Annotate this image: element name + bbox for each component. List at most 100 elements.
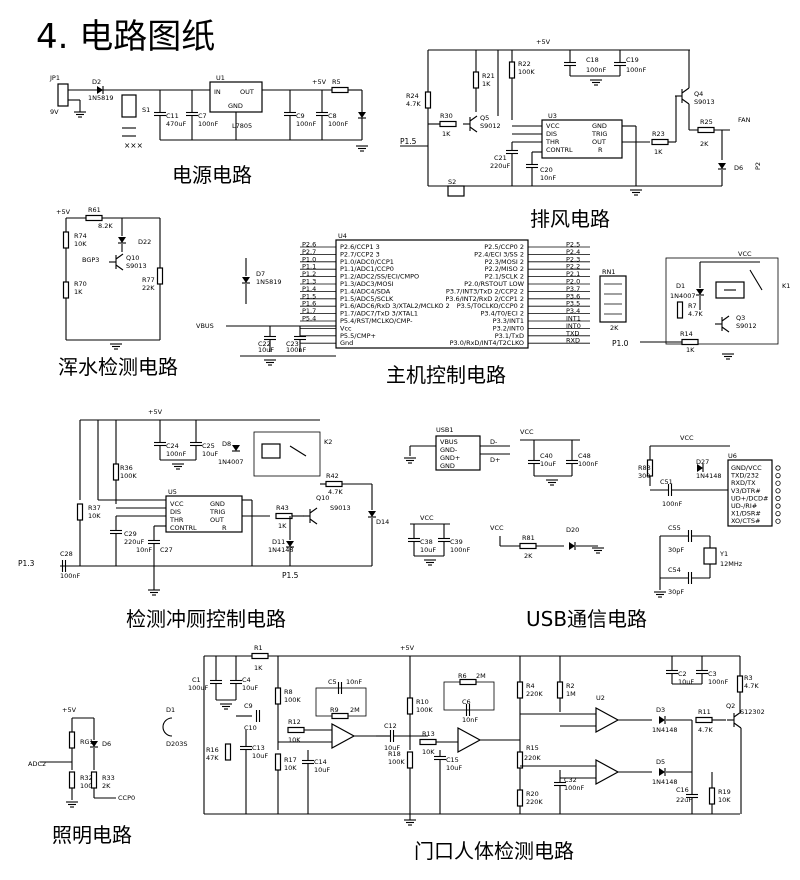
d22-label: D22	[138, 238, 151, 246]
usb-vcc3: VCC	[490, 524, 504, 532]
mcu-right-pin: P3.1/TxD	[495, 332, 524, 340]
c28-label: C28	[60, 550, 73, 558]
flush-q10-value: S9013	[330, 504, 351, 512]
water-sensor: BGP3	[82, 256, 99, 264]
pir-c15-label: C15	[446, 756, 459, 764]
section-fan-title: 排风电路	[530, 207, 610, 231]
mcu-left-net: P1.1	[302, 263, 316, 271]
pir-r8-value: 100K	[284, 696, 301, 704]
pir-c9-label: C9	[244, 702, 253, 710]
mcu-left-pin: P1.5/ADC5/SCLK	[340, 295, 394, 303]
rn1-label: RN1	[602, 268, 616, 276]
pir-r10-value: 100K	[416, 706, 433, 714]
pir-r16-label: R16	[206, 746, 219, 754]
pir-c12-label: C12	[384, 722, 397, 730]
relay-r7-value: 4.7K	[688, 310, 703, 318]
mcu-right-net: TXD	[565, 329, 579, 337]
section-power-title: 电源电路	[172, 163, 252, 187]
c9-value: 100nF	[296, 120, 317, 128]
pir-d1-value: D203S	[166, 740, 188, 748]
c8-label: C8	[328, 112, 337, 120]
c55-value: 30pF	[668, 546, 684, 554]
c22-label: C22	[258, 340, 271, 348]
comparator-2	[595, 759, 619, 785]
rn1-value: 2K	[610, 324, 619, 332]
pir-c4-label: C4	[242, 676, 251, 684]
u4-label: U4	[338, 232, 347, 240]
r36-value: 100K	[120, 472, 137, 480]
c20-value: 10nF	[540, 174, 556, 182]
opamp-2	[457, 727, 481, 753]
d11-value: 1N4148	[268, 546, 294, 554]
pir-r20-value: 220K	[526, 798, 543, 806]
mcu-left-net: P1.0	[302, 255, 316, 263]
r81-value: 2K	[524, 552, 533, 560]
ch340-pin-dot	[775, 488, 781, 494]
c24-value: 100nF	[166, 450, 187, 458]
r42-value: 4.7K	[328, 488, 343, 496]
r81-label: R81	[522, 534, 535, 542]
mcu-right-net: P3.4	[566, 307, 580, 315]
c23-value: 100nF	[286, 346, 307, 354]
c29-label: C29	[124, 530, 137, 538]
mcu-left-pin: P1.3/ADC3/MOSI	[340, 280, 394, 288]
c40-value: 10uF	[540, 460, 556, 468]
water-q10-value: S9013	[126, 262, 147, 270]
pir-r15-label: R15	[526, 744, 539, 752]
d11-label: D11	[272, 538, 285, 546]
ch340-pin: RXD/TX	[731, 479, 756, 487]
pir-r3-label: R3	[744, 674, 753, 682]
mcu-left-net: P1.4	[302, 285, 316, 293]
mcu-right-pin: P2.4/ECI 3/SS 2	[474, 250, 524, 258]
c29-value: 220uF	[124, 538, 145, 546]
mcu-right-pin: P3.5/T0CLKO/CCP0 2	[457, 302, 524, 310]
ch340-pin-dot	[775, 503, 781, 509]
u5-rst: R	[222, 524, 227, 532]
u3-contr: CONTRL	[546, 146, 573, 154]
y1-label: Y1	[719, 550, 728, 558]
flush-d8-value: 1N4007	[218, 458, 244, 466]
ch340-pin-dot	[775, 518, 781, 524]
c8-value: 100nF	[328, 120, 349, 128]
mcu-right-net: P2.3	[566, 255, 580, 263]
u5-vcc: VCC	[170, 500, 184, 508]
usb-vcc2: VCC	[420, 514, 434, 522]
u3-trig: TRIG	[591, 130, 607, 138]
mcu-left-net: P2.7	[302, 248, 316, 256]
s1-label: S1	[142, 106, 150, 114]
q5-value: S9012	[480, 122, 501, 130]
d2-value: 1N5819	[88, 94, 114, 102]
r23-label: R23	[652, 130, 665, 138]
u3-label: U3	[548, 112, 557, 120]
c18-value: 100nF	[586, 66, 607, 74]
section-pir-title: 门口人体检测电路	[414, 839, 574, 863]
mcu-left-pin: P1.1/ADC1/CCP0	[340, 265, 394, 273]
r42-label: R42	[326, 472, 339, 480]
c9-label: C9	[296, 112, 305, 120]
mcu-right-net: P2.0	[566, 278, 580, 286]
u5-gnd: GND	[210, 500, 225, 508]
c48-value: 100nF	[578, 460, 599, 468]
d6-label: D6	[734, 164, 743, 172]
pir-r4-label: R4	[526, 682, 535, 690]
pir-r9-value: 2M	[350, 706, 360, 714]
flush-relay-coil	[261, 443, 281, 459]
pir-r2-value: 1M	[566, 690, 576, 698]
r36-label: R36	[120, 464, 133, 472]
fan-connector: P2	[754, 162, 762, 170]
fan-v5: +5V	[536, 38, 551, 46]
r22-label: R22	[518, 60, 531, 68]
pir-r19-label: R19	[718, 788, 731, 796]
c11-value: 470uF	[166, 120, 187, 128]
pir-d5-value: 1N4148	[652, 778, 678, 786]
c27-label: C27	[160, 546, 173, 554]
mcu-left-pin: P1.6/ADC6/RxD 3/XTAL2/MCLKO 2	[340, 302, 450, 310]
pir-c1-label: C1	[192, 676, 201, 684]
relay-d1-value: 1N4007	[670, 292, 696, 300]
r5-label: R5	[332, 78, 341, 86]
c51-value: 100nF	[662, 500, 683, 508]
pir-c13-label: C13	[252, 744, 265, 752]
pir-c15-value: 10uF	[446, 764, 462, 772]
pir-c16-label: C16	[676, 786, 689, 794]
